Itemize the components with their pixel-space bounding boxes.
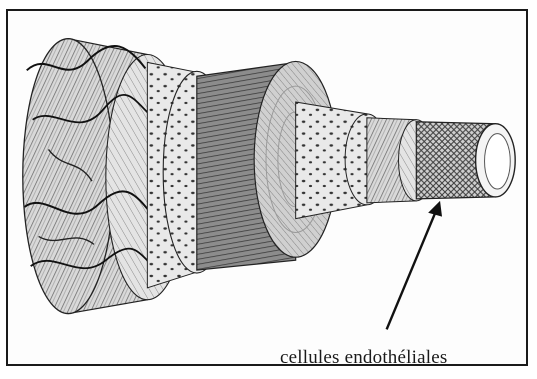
artery-wall-figure: cellules endothéliales [6, 9, 528, 366]
endothelial-cells-label: cellules endothéliales [280, 347, 447, 369]
annotation-arrow [387, 201, 442, 330]
artery-layers-illustration [8, 11, 526, 364]
intima-endothelium [416, 122, 515, 199]
